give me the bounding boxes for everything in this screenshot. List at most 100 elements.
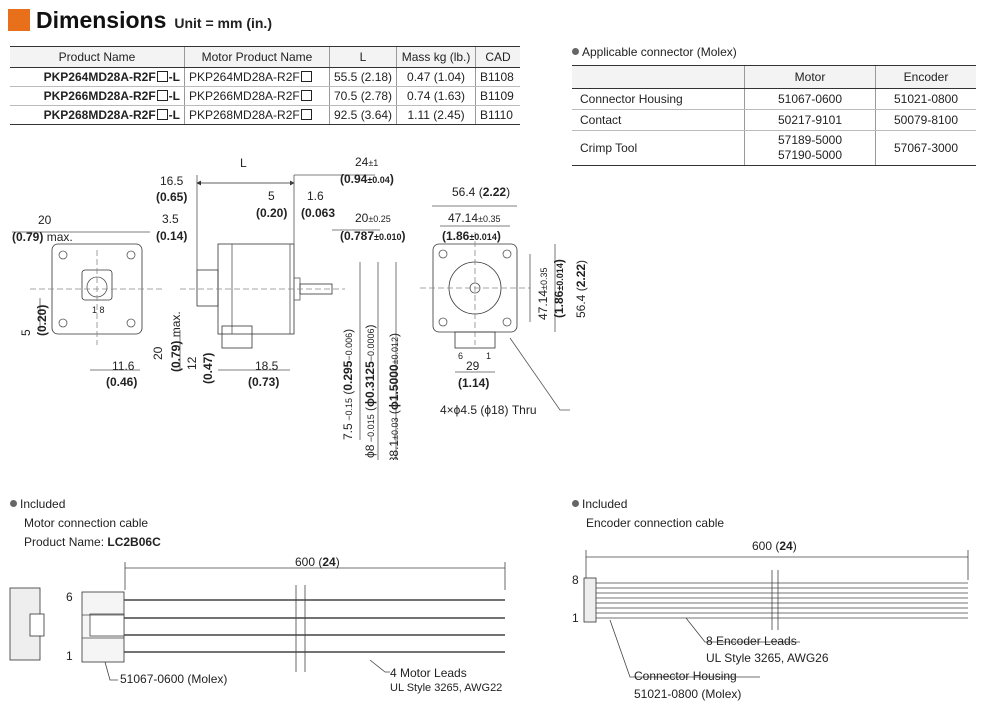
dim-24: 24±1: [355, 155, 378, 169]
cad-link[interactable]: B1109: [475, 86, 521, 106]
pin-1: 1: [572, 611, 579, 625]
dim-1-14: (1.14): [458, 376, 489, 390]
col-L: L: [328, 46, 397, 68]
motor-cable-title: Motor connection cable: [24, 516, 149, 530]
motor-dimension-drawing: L 16.5 (0.65) 3.5 (0.14) 20 (0.79) max. …: [12, 155, 588, 460]
cad-link[interactable]: B1110: [475, 105, 521, 125]
pin-1: 1: [66, 649, 73, 663]
dim-0-787: (0.787±0.010): [340, 229, 406, 243]
dim-v-47-14: 47.14±0.35: [536, 268, 550, 321]
bullet-icon: [572, 48, 579, 55]
encoder-housing-label: Connector Housing: [634, 669, 737, 683]
dim-L: L: [240, 156, 247, 170]
mass-cell: 0.47 (1.04): [396, 67, 476, 87]
dim-16-5: 16.5: [160, 174, 184, 188]
dim-47-14: 47.14±0.35: [448, 211, 501, 225]
bullet-icon: [572, 500, 579, 507]
col-motor-product-name: Motor Product Name: [184, 46, 330, 68]
dim-v-20: 20: [151, 346, 165, 360]
dim-v-0-79: (0.79) max.: [169, 311, 183, 372]
dim-1-86: (1.86±0.014): [442, 229, 501, 243]
motor-leads-label: 4 Motor Leads: [390, 666, 467, 680]
col-mass: Mass kg (lb.): [396, 46, 476, 68]
dim-7-5: 7.5 −0.15 (0.295−0.006): [341, 329, 355, 440]
dim-0-063: (0.063: [301, 206, 335, 220]
pin-1: 1: [486, 351, 491, 361]
motor-leads-spec: UL Style 3265, AWG22: [390, 682, 502, 694]
dim-56-4: 56.4 (2.22): [452, 185, 510, 199]
encoder-value: 57067-3000: [875, 130, 976, 166]
col-encoder: Encoder: [875, 65, 976, 89]
motor-cable-length: 600 (24): [295, 555, 340, 569]
mass-cell: 0.74 (1.63): [396, 86, 476, 106]
motor-name-cell: PKP268MD28A-R2F: [184, 105, 330, 125]
dim-0-65: (0.65): [156, 190, 187, 204]
pin-labels: 1 8: [92, 305, 105, 315]
dim-v-0-20: (0.20): [35, 305, 49, 336]
connector-table: Motor Encoder Connector Housing 51067-06…: [572, 65, 976, 166]
holes-note: 4×ϕ4.5 (ϕ18) Thru: [440, 403, 537, 417]
motor-value: 51067-0600: [744, 88, 876, 110]
motor-housing-label: 51067-0600 (Molex): [120, 672, 227, 686]
table-row: PKP264MD28A-R2F-L PKP264MD28A-R2F 55.5 (…: [10, 67, 521, 87]
pin-6: 6: [66, 590, 73, 604]
l-cell: 70.5 (2.78): [328, 86, 397, 106]
encoder-leads-spec: UL Style 3265, AWG26: [706, 651, 829, 665]
unit-label: Unit = mm (in.): [174, 14, 272, 31]
dim-v-5: 5: [19, 329, 33, 336]
motor-value: 50217-9101: [744, 109, 876, 131]
table-header-row: Motor Encoder: [572, 65, 976, 89]
encoder-cable-title: Encoder connection cable: [586, 516, 725, 530]
dim-v-56-4: 56.4 (2.22): [574, 260, 588, 318]
dim-20s: 20±0.25: [355, 211, 391, 225]
l-cell: 92.5 (3.64): [328, 105, 397, 125]
encoder-cable-included: Included: [572, 497, 627, 511]
dim-0-20: (0.20): [256, 206, 287, 220]
dim-0-94: (0.94±0.04): [340, 172, 394, 186]
dim-11-6: 11.6: [112, 359, 135, 373]
col-product-name: Product Name: [10, 46, 185, 68]
encoder-leads-label: 8 Encoder Leads: [706, 634, 797, 648]
pin-6: 6: [458, 351, 463, 361]
dim-v-12: 12: [185, 356, 199, 370]
dim-0-46: (0.46): [106, 375, 137, 389]
dim-phi38: ϕ38.1±0.03 (ϕ1.5000±0.012): [387, 333, 401, 460]
table-header-row: Product Name Motor Product Name L Mass k…: [10, 46, 521, 68]
orange-square-icon: [8, 9, 30, 31]
col-cad: CAD: [475, 46, 521, 68]
col-blank: [572, 65, 745, 89]
dimensions-table: Product Name Motor Product Name L Mass k…: [10, 46, 521, 125]
pin-8: 8: [572, 573, 579, 587]
motor-name-cell: PKP266MD28A-R2F: [184, 86, 330, 106]
dim-20: 20: [38, 213, 52, 227]
mass-cell: 1.11 (2.45): [396, 105, 476, 125]
encoder-value: 50079-8100: [875, 109, 976, 131]
encoder-value: 51021-0800: [875, 88, 976, 110]
dim-v-1-86: (1.86±0.014): [552, 259, 566, 318]
dim-1-6: 1.6: [307, 189, 324, 203]
dim-v-0-47: (0.47): [201, 353, 215, 384]
row-label: Crimp Tool: [572, 130, 745, 166]
table-row: PKP266MD28A-R2F-L PKP266MD28A-R2F 70.5 (…: [10, 86, 521, 106]
encoder-connector-housing: [583, 577, 597, 623]
connector-caption: Applicable connector (Molex): [572, 45, 737, 59]
product-name-cell: PKP266MD28A-R2F-L: [10, 86, 185, 106]
product-name-cell: PKP264MD28A-R2F-L: [10, 67, 185, 87]
cad-link[interactable]: B1108: [475, 67, 521, 87]
table-row: Connector Housing 51067-0600 51021-0800: [572, 88, 976, 110]
dim-0-14: (0.14): [156, 229, 187, 243]
table-row: PKP268MD28A-R2F-L PKP268MD28A-R2F 92.5 (…: [10, 105, 521, 125]
product-name-cell: PKP268MD28A-R2F-L: [10, 105, 185, 125]
table-row: Contact 50217-9101 50079-8100: [572, 109, 976, 131]
row-label: Connector Housing: [572, 88, 745, 110]
motor-cable-included: Included: [10, 497, 65, 511]
col-motor: Motor: [744, 65, 876, 89]
dim-0-79: (0.79) max.: [12, 230, 73, 244]
dim-5: 5: [268, 189, 275, 203]
encoder-cable-drawing: 600 (24) 8 1 8 Encoder Leads UL Style 32…: [572, 539, 969, 701]
bullet-icon: [10, 500, 17, 507]
motor-cable-drawing: 600 (24) 6 1 51067-0600 (Molex) 4 Motor …: [9, 555, 506, 694]
motor-cable-product: Product Name: LC2B06C: [24, 535, 161, 549]
encoder-housing-value: 51021-0800 (Molex): [634, 687, 741, 701]
